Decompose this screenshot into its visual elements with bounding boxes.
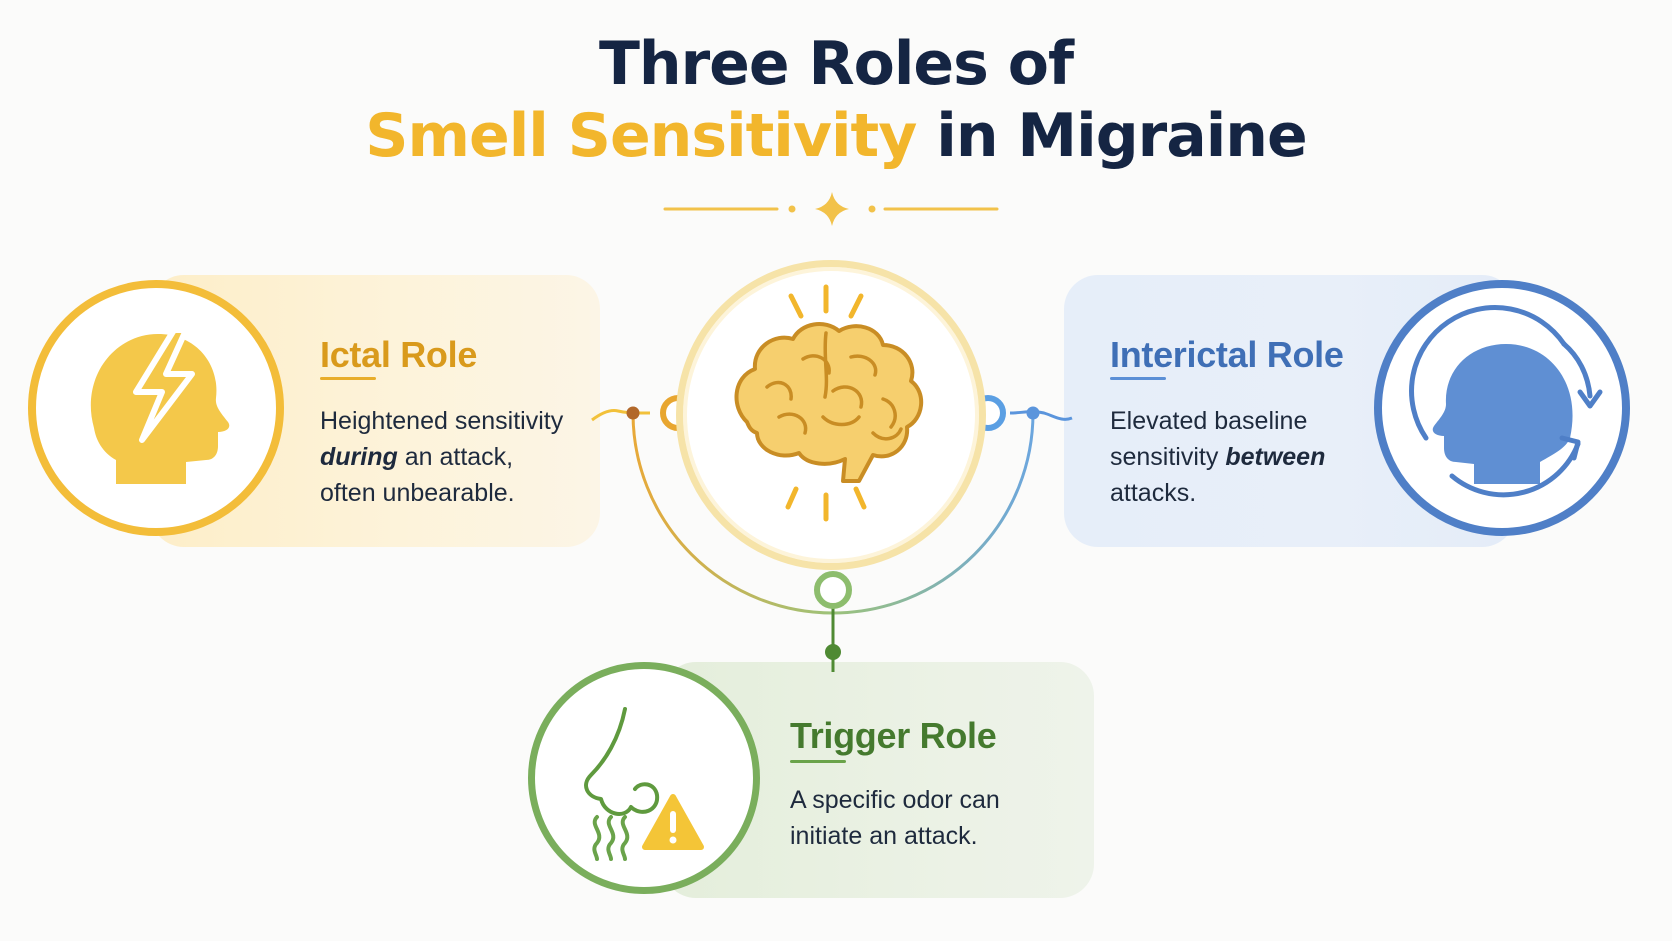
warning-icon	[642, 794, 704, 850]
trigger-desc-line-1: A specific odor can	[790, 786, 1000, 814]
interictal-role-description: Elevated baseline sensitivity between atta…	[1110, 403, 1325, 511]
trigger-connector-node	[814, 571, 852, 609]
interictal-desc-line-3: attacks.	[1110, 479, 1197, 507]
trigger-role-title: Trigger Role	[790, 715, 997, 756]
title-highlight: Smell Sensitivity	[365, 101, 917, 171]
ictal-desc-line-2: an attack,	[397, 443, 514, 471]
title-line-1: Three Roles of	[598, 29, 1074, 99]
interictal-connector	[1009, 410, 1073, 421]
nose-warning-icon	[584, 707, 704, 861]
interictal-desc-emphasis: between	[1225, 443, 1326, 471]
head-cycle-icon	[1409, 305, 1603, 498]
interictal-connector-dot	[1026, 406, 1040, 420]
head-lightning-icon	[90, 327, 230, 484]
trigger-connector-dot	[825, 644, 841, 660]
title-line-2: Smell Sensitivity in Migraine	[0, 100, 1672, 172]
ictal-icon-circle	[28, 280, 284, 536]
ictal-desc-line-1: Heightened sensitivity	[320, 407, 564, 435]
ictal-connector-dot	[626, 406, 640, 420]
ictal-connector	[591, 409, 651, 422]
brain-icon	[734, 284, 924, 522]
title-divider-ornament	[663, 192, 999, 226]
title-rest: in Migraine	[936, 101, 1307, 171]
trigger-desc-line-2: initiate an attack.	[790, 822, 978, 850]
interictal-title-rule	[1110, 377, 1166, 380]
ictal-role-description: Heightened sensitivity during an attack, o…	[320, 403, 563, 511]
interictal-role-title: Interictal Role	[1110, 334, 1344, 375]
brain-center-circle	[676, 260, 986, 570]
trigger-title-rule	[790, 760, 846, 763]
ictal-desc-line-3: often unbearable.	[320, 479, 515, 507]
ictal-desc-emphasis: during	[320, 443, 398, 471]
sparkle-icon	[815, 192, 849, 226]
interictal-desc-line-2: sensitivity	[1110, 443, 1226, 471]
interictal-icon-circle	[1374, 280, 1630, 536]
ictal-title-rule	[320, 377, 376, 380]
ictal-role-title: Ictal Role	[320, 334, 478, 375]
trigger-icon-circle	[528, 662, 760, 894]
interictal-desc-line-1: Elevated baseline	[1110, 407, 1308, 435]
trigger-role-description: A specific odor can initiate an attack.	[790, 782, 1000, 854]
